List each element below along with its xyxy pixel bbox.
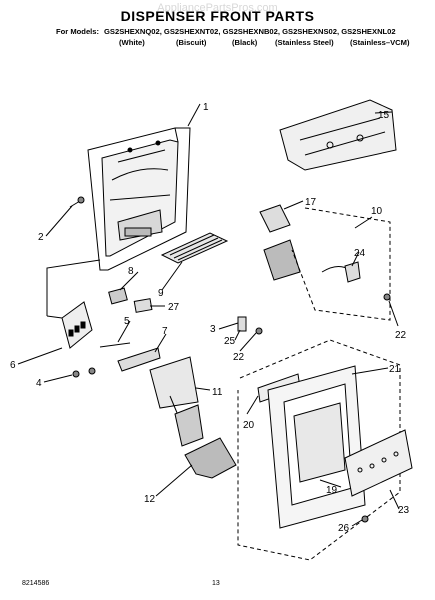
callout-6: 6 [10, 360, 16, 371]
models-label: For Models: [56, 27, 100, 36]
page-title: DISPENSER FRONT PARTS [120, 8, 315, 24]
model-color-stainless-vcm: (Stainless–VCM) [350, 38, 410, 47]
screw-part-26[interactable] [361, 515, 369, 523]
model-color-biscuit: (Biscuit) [176, 38, 207, 47]
callout-17: 17 [305, 197, 317, 208]
callout-26: 26 [338, 523, 350, 534]
screw-part-22-upper[interactable] [383, 293, 391, 301]
callout-10: 10 [371, 206, 383, 217]
callout-3: 3 [210, 324, 216, 335]
dispenser-housing-part[interactable] [87, 127, 191, 271]
footer-part-number: 8214586 [22, 580, 50, 587]
wire-part-5[interactable] [99, 342, 131, 348]
screws-part-4[interactable] [72, 367, 96, 378]
watermark: AppliancePartsPros.com [157, 2, 278, 14]
callout-19: 19 [326, 485, 338, 496]
callout-27: 27 [168, 302, 180, 313]
models-list: GS2SHEXNQ02, GS2SHEXNT02, GS2SHEXNB02, G… [104, 27, 396, 36]
callout-2: 2 [38, 232, 44, 243]
callout-20: 20 [243, 420, 255, 431]
callout-12: 12 [144, 494, 156, 505]
model-color-black: (Black) [232, 38, 258, 47]
module-plate-part[interactable] [61, 301, 93, 349]
callout-25: 25 [224, 336, 236, 347]
switch-part-24[interactable] [321, 261, 361, 283]
block-part-27[interactable] [133, 298, 153, 313]
callout-23: 23 [398, 505, 410, 516]
model-color-stainless-steel: (Stainless Steel) [275, 38, 334, 47]
funnel-part-17[interactable] [259, 204, 301, 281]
cylinder-part-8[interactable] [108, 287, 128, 305]
callout-1: 1 [203, 102, 209, 113]
callout-4: 4 [36, 378, 42, 389]
ice-module-part[interactable] [279, 99, 397, 171]
callout-11: 11 [212, 387, 223, 398]
callout-24: 24 [354, 248, 366, 259]
callout-5: 5 [124, 316, 130, 327]
callout-8: 8 [128, 266, 134, 277]
callout-22-upper: 22 [395, 330, 407, 341]
screw-part-2[interactable] [69, 196, 85, 208]
callout-21: 21 [389, 364, 401, 375]
callout-7: 7 [162, 326, 168, 337]
screw-part-22-lower[interactable] [255, 327, 263, 335]
ice-chute-door-part[interactable] [174, 404, 237, 479]
front-panel-part[interactable] [267, 365, 366, 529]
control-panel-part[interactable] [344, 429, 413, 497]
switch-part-25[interactable] [237, 316, 247, 332]
lever-part-7[interactable] [117, 347, 161, 372]
callout-15: 15 [378, 110, 390, 121]
callout-9: 9 [158, 288, 164, 299]
drip-grille-part[interactable] [160, 232, 229, 264]
callout-22-lower: 22 [233, 352, 245, 363]
model-color-white: (White) [119, 38, 145, 47]
footer-page-number: 13 [212, 580, 220, 587]
